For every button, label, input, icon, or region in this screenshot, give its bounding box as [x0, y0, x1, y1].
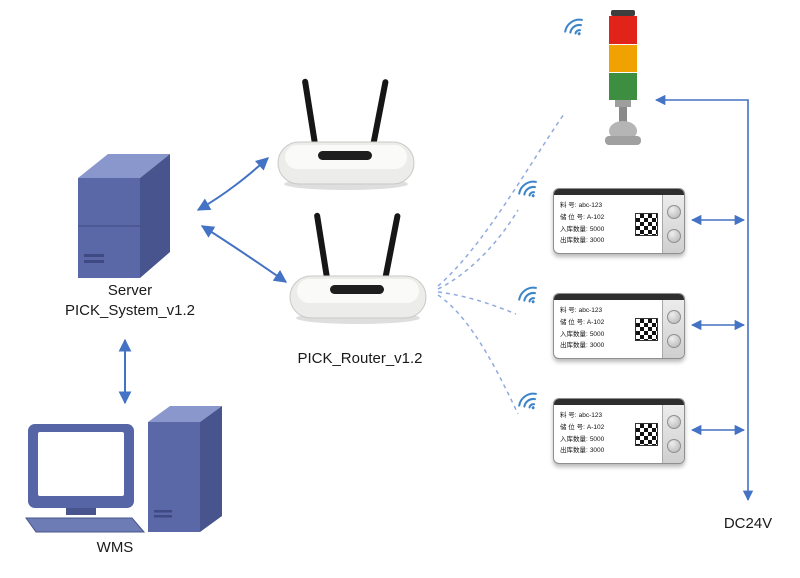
wms-label: WMS	[96, 539, 134, 556]
tower-light-orange-segment	[609, 45, 637, 72]
server-name: Server	[107, 282, 153, 299]
wifi-icon-tag2	[518, 286, 537, 304]
router-vent-slot	[318, 151, 372, 160]
router-label: PICK_Router_v1.2	[297, 350, 423, 367]
power-label: DC24V	[723, 515, 773, 532]
esl-info-panel: 料 号:abc-123 储 位 号:A-102 入库数量:5000 出库数量:3…	[554, 405, 631, 463]
esl-button-panel	[662, 195, 684, 253]
router-antenna-right	[382, 213, 401, 281]
esl-row-part-no: 料 号:abc-123	[560, 307, 603, 315]
esl-top-edge	[554, 189, 684, 195]
server-side-face	[140, 154, 170, 278]
esl-button-bottom	[666, 439, 681, 453]
router-antenna-right	[370, 79, 389, 147]
server-version: PICK_System_v1.2	[64, 302, 196, 320]
esl-tag-3: 料 号:abc-123 储 位 号:A-102 入库数量:5000 出库数量:3…	[553, 398, 685, 464]
tower-light-cap	[611, 10, 635, 16]
esl-top-edge	[554, 399, 684, 405]
server-icon	[78, 154, 170, 278]
router-antenna-left	[314, 212, 330, 279]
wms-monitor-screen	[38, 432, 124, 496]
esl-info-panel: 料 号:abc-123 储 位 号:A-102 入库数量:5000 出库数量:3…	[554, 195, 631, 253]
esl-button-top	[666, 310, 681, 324]
esl-row-part-no: 料 号:abc-123	[560, 412, 603, 420]
esl-row-part-no: 料 号:abc-123	[560, 202, 603, 210]
wifi-icon-tower-light	[564, 18, 583, 36]
esl-row-outbound-qty: 出库数量:3000	[560, 342, 605, 350]
esl-button-panel	[662, 300, 684, 358]
esl-info-panel: 料 号:abc-123 储 位 号:A-102 入库数量:5000 出库数量:3…	[554, 300, 631, 358]
esl-tag-1: 料 号:abc-123 储 位 号:A-102 入库数量:5000 出库数量:3…	[553, 188, 685, 254]
router-antenna-left	[302, 78, 318, 145]
wms-tower-top	[148, 406, 222, 422]
esl-button-bottom	[666, 229, 681, 243]
arrow-server-router2	[200, 225, 288, 283]
wms-tower-front	[148, 422, 200, 532]
esl-row-outbound-qty: 出库数量:3000	[560, 447, 605, 455]
esl-row-inbound-qty: 入库数量:5000	[560, 435, 605, 443]
esl-row-inbound-qty: 入库数量:5000	[560, 225, 605, 233]
esl-button-bottom	[666, 334, 681, 348]
esl-button-panel	[662, 405, 684, 463]
signal-tower-light-icon	[605, 10, 641, 145]
esl-row-location: 储 位 号:A-102	[560, 423, 605, 431]
wireless-link-router-tag2	[437, 291, 517, 315]
server-top-face	[78, 154, 170, 178]
router-icon-top	[277, 78, 415, 190]
wms-keyboard	[25, 517, 146, 533]
esl-row-location: 储 位 号:A-102	[560, 213, 605, 221]
tower-light-pole	[619, 107, 627, 122]
router-icon-bottom	[289, 212, 427, 324]
esl-row-location: 储 位 号:A-102	[560, 318, 605, 326]
qr-code	[635, 212, 658, 236]
tower-light-green-segment	[609, 73, 637, 100]
esl-button-top	[666, 415, 681, 429]
esl-row-outbound-qty: 出库数量:3000	[560, 237, 605, 245]
router-vent-slot	[330, 285, 384, 294]
wms-monitor-stand	[66, 508, 96, 515]
wireless-link-router-tag3	[437, 294, 519, 415]
tower-light-red-segment	[609, 16, 637, 44]
qr-code	[635, 422, 658, 446]
wireless-link-router-tag1	[437, 209, 519, 290]
arrow-server-router1	[196, 157, 269, 211]
wms-computer-icon	[25, 406, 222, 533]
wms-tower-side	[200, 406, 222, 532]
esl-row-inbound-qty: 入库数量:5000	[560, 330, 605, 338]
wifi-icon-tag3	[518, 392, 537, 410]
wireless-link-router-tower-light	[437, 113, 565, 287]
wifi-icon-tag1	[518, 180, 537, 198]
esl-button-top	[666, 205, 681, 219]
esl-top-edge	[554, 294, 684, 300]
esl-tag-2: 料 号:abc-123 储 位 号:A-102 入库数量:5000 出库数量:3…	[553, 293, 685, 359]
qr-code	[635, 317, 658, 341]
server-label: Server PICK_System_v1.2	[35, 281, 225, 322]
